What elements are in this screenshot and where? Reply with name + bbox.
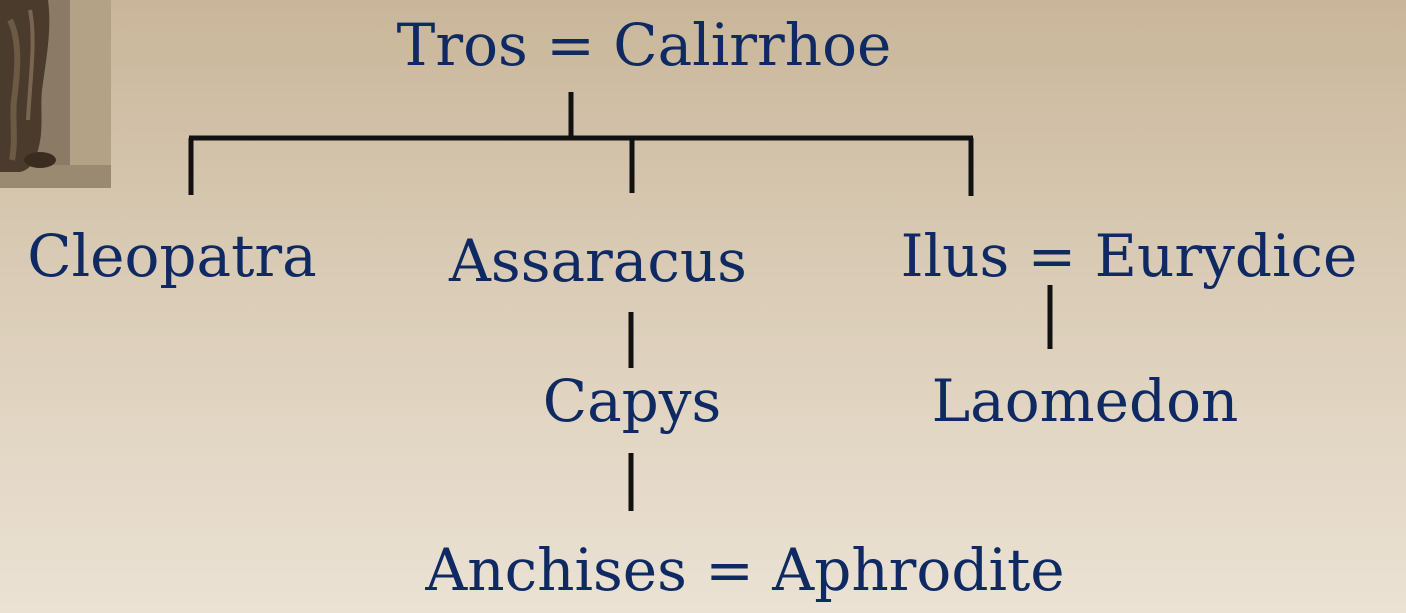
statue-image — [0, 0, 111, 188]
node-capys: Capys — [542, 367, 722, 435]
statue-photo-fragment — [0, 0, 111, 188]
node-anchises-aphrodite: Anchises = Aphrodite — [425, 536, 1065, 604]
node-assaracus: Assaracus — [449, 227, 747, 295]
node-laomedon: Laomedon — [931, 367, 1239, 435]
node-cleopatra: Cleopatra — [27, 222, 317, 290]
node-tros-calirrhoe: Tros = Calirrhoe — [396, 11, 892, 79]
node-ilus-eurydice: Ilus = Eurydice — [900, 222, 1358, 290]
